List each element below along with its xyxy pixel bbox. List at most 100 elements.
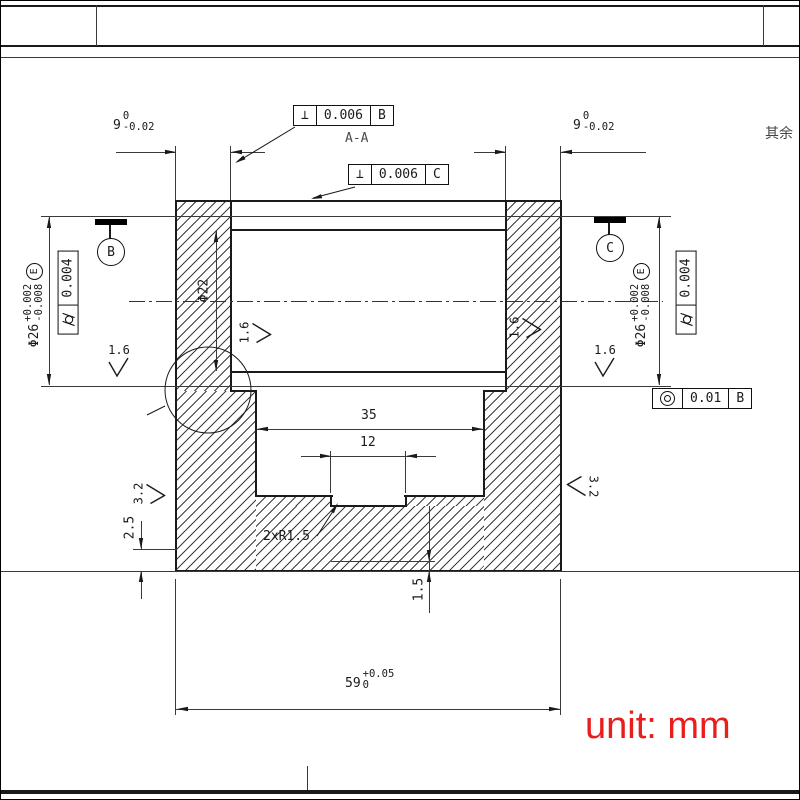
hatch-floor-right xyxy=(406,496,484,506)
section-label: A-A xyxy=(345,131,369,146)
edge-groove-right xyxy=(405,495,407,507)
datum-stem-c xyxy=(608,223,610,235)
edge-ledge-left xyxy=(230,390,257,392)
extension-line xyxy=(330,451,331,493)
dimension-line xyxy=(474,152,506,153)
edge-pocket-left xyxy=(255,390,257,497)
dimension-line-seat-right xyxy=(659,217,660,385)
frame-line xyxy=(1,5,799,7)
roughness-inner-left: 1.6 xyxy=(238,321,272,345)
perpendicularity-icon: ⊥ xyxy=(293,105,317,126)
extension-line xyxy=(133,549,177,550)
cylindricity-icon xyxy=(57,304,79,335)
hatch-left-body xyxy=(176,391,256,571)
edge-bore-top xyxy=(230,229,507,231)
edge-groove-left xyxy=(330,495,332,507)
edge-pocket-right xyxy=(483,390,485,497)
edge-wall-inner-left xyxy=(230,200,232,391)
edge-groove-floor xyxy=(330,505,407,507)
dimension-line-step xyxy=(141,571,142,599)
dim-flange-left: 9 0-0.02 xyxy=(113,110,155,134)
unit-label: unit: mm xyxy=(585,705,731,747)
fcf-value: 0.004 xyxy=(57,250,79,305)
roughness-icon xyxy=(252,322,272,344)
extension-line xyxy=(505,146,506,200)
roughness-icon xyxy=(522,317,542,339)
dim-flange-right: 9 0-0.02 xyxy=(573,110,615,134)
extension-line xyxy=(175,146,176,200)
dim-pocket-width: 35 xyxy=(361,408,377,423)
concentricity-icon xyxy=(652,388,683,409)
extension-line xyxy=(560,146,561,200)
general-roughness-note: 其余 xyxy=(765,126,793,142)
fcf-concentricity-b: 0.01 B xyxy=(652,388,753,409)
hatch-left-wall xyxy=(176,201,231,391)
fcf-value: 0.006 xyxy=(316,105,371,126)
fcf-value: 0.006 xyxy=(371,164,426,185)
extension-line xyxy=(230,146,231,200)
centerline xyxy=(129,301,663,302)
frame-line xyxy=(96,5,97,46)
hatch-right-wall xyxy=(506,201,561,391)
datum-bar-b xyxy=(95,219,127,225)
dimension-line xyxy=(231,152,265,153)
extension-line xyxy=(560,579,561,715)
edge-bore-bottom xyxy=(230,371,507,373)
fillet-note: 2xR1.5 xyxy=(263,529,310,544)
fcf-value: 0.004 xyxy=(675,250,697,305)
frame-line xyxy=(1,57,799,58)
extension-line xyxy=(405,451,406,493)
fcf-datum: B xyxy=(729,388,753,409)
datum-stem-b xyxy=(109,225,111,239)
extension-line-seat-top xyxy=(41,216,671,217)
dimension-line-seat-left xyxy=(49,217,50,385)
roughness-icon xyxy=(594,357,615,377)
center-mark xyxy=(307,766,308,790)
dimension-line-groove xyxy=(301,456,436,457)
fcf-cylindricity-left: 0.004 xyxy=(57,250,79,335)
roughness-icon xyxy=(146,483,166,505)
fcf-value: 0.01 xyxy=(683,388,730,409)
hatch-right-body xyxy=(484,391,561,571)
roughness-inner-right: 1.6 xyxy=(508,316,542,340)
datum-circle-c: C xyxy=(596,234,624,262)
frame-line xyxy=(763,5,764,46)
dimension-line-step xyxy=(141,521,142,549)
frame-line xyxy=(1,45,799,47)
leader-lines xyxy=(146,126,356,537)
datum-circle-b: B xyxy=(97,238,125,266)
dimension-line-pocket xyxy=(257,429,483,430)
edge-pocket-floor-right xyxy=(404,495,485,497)
edge-wall-inner-right xyxy=(505,200,507,391)
roughness-bore-right: 1.6 xyxy=(593,344,617,377)
frame-line xyxy=(1,790,799,794)
fcf-datum: C xyxy=(425,164,449,185)
roughness-face-right: 3.2 xyxy=(566,475,601,499)
perpendicularity-icon: ⊥ xyxy=(348,164,372,185)
hatch-floor-left xyxy=(256,496,331,506)
roughness-bore-left: 1.6 xyxy=(107,344,131,377)
dimension-line xyxy=(116,152,176,153)
roughness-icon xyxy=(108,357,129,377)
datum-bar-c xyxy=(594,217,626,223)
hatch-bottom-body xyxy=(256,506,484,571)
fcf-cylindricity-right: 0.004 xyxy=(675,250,697,335)
roughness-icon xyxy=(566,475,586,497)
arrowheads xyxy=(46,149,662,712)
fcf-perpendicularity-c: ⊥ 0.006 C xyxy=(348,164,449,185)
extension-line xyxy=(175,579,176,715)
edge-pocket-floor-left xyxy=(255,495,333,497)
detail-circle xyxy=(164,346,252,434)
dimension-line-overall xyxy=(176,709,561,710)
edge-ledge-right xyxy=(483,390,507,392)
dimension-line-groove-depth xyxy=(429,506,430,613)
extension-line-seat-bottom xyxy=(41,386,671,387)
dimension-line-bore xyxy=(216,231,217,371)
fcf-datum: B xyxy=(370,105,394,126)
relief-line xyxy=(331,561,435,562)
dimension-line xyxy=(561,152,646,153)
dim-groove-width: 12 xyxy=(360,435,376,450)
fcf-perpendicularity-b: ⊥ 0.006 B xyxy=(293,105,394,126)
